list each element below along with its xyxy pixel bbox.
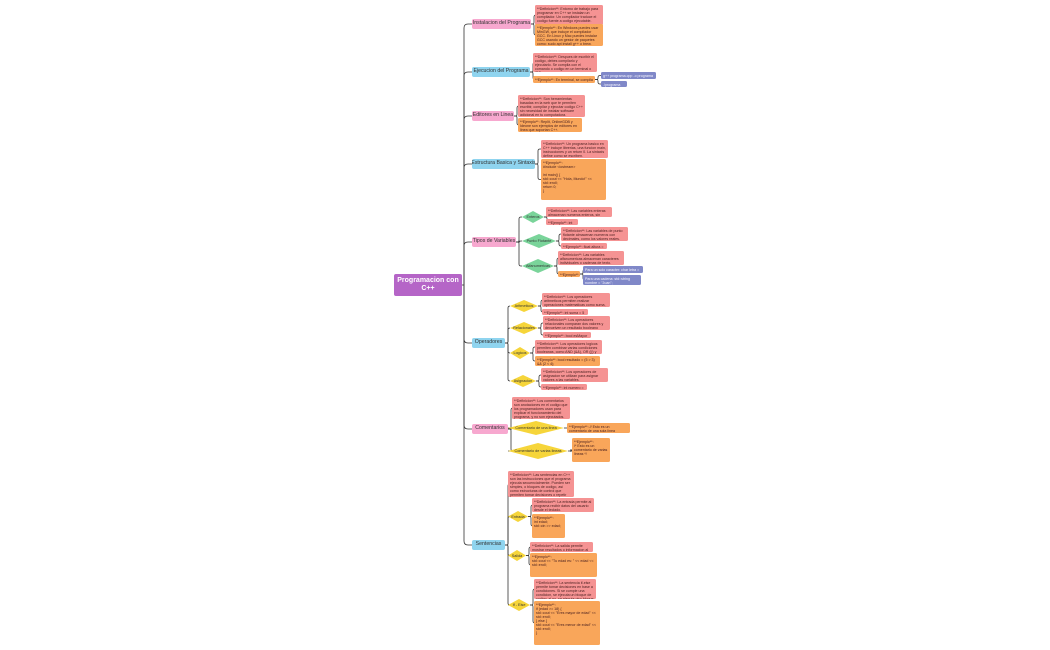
- link-topic-instalacion: [463, 23, 472, 285]
- note-alfanumericas-char[interactable]: Para un solo caracter: char letra = 'A';: [583, 266, 643, 273]
- note-ejecucion-compilar[interactable]: g++ programa.cpp -o programa: [601, 72, 656, 79]
- link-topic-estructura-note-estructura-ejemplo: [535, 163, 541, 180]
- diamond-aritmeticos[interactable]: Aritmeticos: [510, 300, 538, 312]
- diamond-salida[interactable]: Salida: [508, 550, 526, 561]
- note-editores-ejemplo[interactable]: **Ejemplo**: Replit, OnlineGDB y Ideone …: [518, 118, 582, 132]
- note-asignacion-ejemplo[interactable]: **Ejemplo**: int numero = 10;: [541, 384, 587, 390]
- note-estructura-ejemplo[interactable]: **Ejemplo**: #include <iostream> int mai…: [541, 159, 606, 200]
- link-topic-comentarios: [463, 285, 472, 430]
- note-logicos-definicion[interactable]: **Definicion**: Los operadores logicos p…: [535, 340, 602, 354]
- topic-ejecucion[interactable]: Ejecucion del Programa: [472, 67, 530, 77]
- note-instalacion-definicion[interactable]: **Definicion**: Entorno de trabajo para …: [535, 5, 603, 25]
- note-comentario-varias-lineas[interactable]: **Ejemplo**: /* Esto es un comentario de…: [572, 438, 610, 462]
- note-relacionales-ejemplo[interactable]: **Ejemplo**: bool esMayor = (5 > 3);: [543, 332, 591, 338]
- note-salida-ejemplo[interactable]: **Ejemplo**: std::cout << "Tu edad es: "…: [530, 553, 597, 577]
- note-salida-definicion[interactable]: **Definicion**: La salida permite mostra…: [530, 542, 593, 552]
- diamond-logicos[interactable]: Logicos: [510, 347, 530, 359]
- link-topic-tipos-variables-diamond-alfanumericas: [516, 241, 522, 267]
- note-aritmeticos-ejemplo[interactable]: **Ejemplo**: int suma = 5 + 3;: [542, 309, 588, 315]
- note-ejecucion-ejecutar[interactable]: ./programa: [601, 81, 627, 87]
- link-topic-estructura: [463, 163, 472, 285]
- note-comentarios-definicion[interactable]: **Definicion**: Los comentarios son anot…: [512, 397, 570, 419]
- note-comentario-una-linea[interactable]: **Ejemplo**: // Esto es un comentario de…: [567, 423, 630, 433]
- note-logicos-ejemplo[interactable]: **Ejemplo**: bool resultado = (5 > 3) &&…: [535, 356, 600, 366]
- diamond-asignacion-label: Asignacion: [513, 379, 533, 383]
- note-ejecucion-ejemplo[interactable]: **Ejemplo**: En terminal, se compila y e…: [533, 76, 595, 83]
- diamond-relacionales[interactable]: Relacionales: [510, 322, 538, 334]
- link-topic-operadores-diamond-asignacion: [505, 342, 511, 382]
- diamond-comentario-varias-lineas[interactable]: Comentario de varias lineas: [508, 443, 568, 459]
- topic-sentencias[interactable]: Sentencias: [472, 540, 505, 550]
- diamond-varias-lineas-label: Comentario de varias lineas: [514, 449, 562, 453]
- link-diamond-asignacion-note-asignacion-ejemplo: [536, 380, 542, 388]
- diamond-una-linea-label: Comentario de una linea: [515, 426, 557, 430]
- note-editores-definicion[interactable]: **Definicion**: Son herramientas basadas…: [518, 95, 585, 117]
- link-diamond-relacionales-note-relacionales-ejemplo: [538, 327, 544, 336]
- note-asignacion-definicion[interactable]: **Definicion**: Los operadores de asigna…: [541, 368, 608, 382]
- note-sentencias-definicion[interactable]: **Definicion**: Las sentencias en C++ so…: [508, 471, 574, 497]
- note-flotante-definicion[interactable]: **Definicion**: Las variables de punto f…: [561, 227, 628, 241]
- note-enteros-definicion[interactable]: **Definicion**: Las variables enteras al…: [546, 207, 612, 217]
- diamond-enteros[interactable]: Enteros: [522, 211, 544, 223]
- diamond-aritmeticos-label: Aritmeticos: [514, 304, 534, 308]
- note-flotante-ejemplo[interactable]: **Ejemplo**: float altura = 1.75;: [561, 243, 607, 249]
- topic-comentarios[interactable]: Comentarios: [472, 424, 508, 434]
- diamond-punto-flotante-label: Punto Flotante: [526, 239, 552, 243]
- diamond-salida-label: Salida: [511, 553, 523, 558]
- note-ejecucion-definicion[interactable]: **Definicion**: Despues de escribir el c…: [533, 53, 597, 72]
- link-note-ejecucion-ejemplo-note-ejecucion-ejecutar: [595, 79, 601, 85]
- diamond-if-else-label: If - Else: [512, 603, 526, 607]
- note-aritmeticos-definicion[interactable]: **Definicion**: Los operadores aritmetic…: [542, 293, 610, 307]
- diamond-enteros-label: Enteros: [526, 215, 540, 219]
- note-enteros-ejemplo[interactable]: **Ejemplo**: int numero = 5;: [546, 219, 578, 225]
- note-entrada-definicion[interactable]: **Definicion**: La entrada permite al pr…: [532, 498, 594, 512]
- link-topic-operadores: [463, 285, 472, 344]
- topic-instalacion[interactable]: Instalacion del Programa: [472, 19, 531, 29]
- note-instalacion-ejemplo[interactable]: **Ejemplo**: En Windows puedes usar MinG…: [535, 24, 603, 46]
- link-topic-sentencias: [463, 285, 472, 546]
- note-relacionales-definicion[interactable]: **Definicion**: Los operadores relaciona…: [543, 316, 610, 330]
- topic-tipos-variables[interactable]: Tipos de Variables: [472, 237, 516, 247]
- diamond-punto-flotante[interactable]: Punto Flotante: [522, 234, 556, 248]
- diamond-entrada-label: Entrada: [511, 514, 525, 519]
- note-ifelse-ejemplo[interactable]: **Ejemplo**: if (edad >= 18) { std::cout…: [534, 601, 600, 645]
- note-ifelse-definicion[interactable]: **Definicion**: La sentencia if-else per…: [534, 579, 596, 599]
- link-diamond-punto-flotante-note-flotante-ejemplo: [556, 240, 562, 247]
- topic-estructura[interactable]: Estructura Basica y Sintaxis: [472, 159, 535, 169]
- diamond-entrada[interactable]: Entrada: [508, 511, 528, 522]
- root-node[interactable]: Programacion con C++: [394, 274, 462, 296]
- topic-editores[interactable]: Editores en Linea: [472, 111, 514, 121]
- diamond-alfanumericas-label: Alfanumericas: [525, 264, 551, 268]
- note-estructura-definicion[interactable]: **Definicion**: Un programa basico en C+…: [541, 140, 608, 158]
- link-topic-editores: [463, 115, 472, 285]
- diamond-logicos-label: Logicos: [513, 351, 527, 355]
- link-diamond-logicos-note-logicos-ejemplo: [530, 352, 536, 362]
- note-alfanumericas-ejemplo[interactable]: **Ejemplo**:: [558, 271, 580, 277]
- diamond-alfanumericas[interactable]: Alfanumericas: [522, 259, 554, 273]
- link-topic-tipos-variables: [463, 241, 472, 285]
- diamond-comentario-una-linea[interactable]: Comentario de una linea: [508, 421, 564, 435]
- note-entrada-ejemplo[interactable]: **Ejemplo**: int edad; std::cin >> edad;: [532, 514, 565, 538]
- link-topic-ejecucion: [463, 71, 472, 285]
- diamond-relacionales-label: Relacionales: [513, 326, 535, 330]
- diamond-asignacion[interactable]: Asignacion: [510, 375, 536, 387]
- topic-operadores[interactable]: Operadores: [472, 338, 505, 348]
- note-alfanumericas-string[interactable]: Para una cadena: std::string nombre = "J…: [583, 275, 641, 285]
- diamond-if-else[interactable]: If - Else: [508, 599, 530, 611]
- note-alfanumericas-definicion[interactable]: **Definicion**: Las variables alfanumeri…: [558, 251, 624, 265]
